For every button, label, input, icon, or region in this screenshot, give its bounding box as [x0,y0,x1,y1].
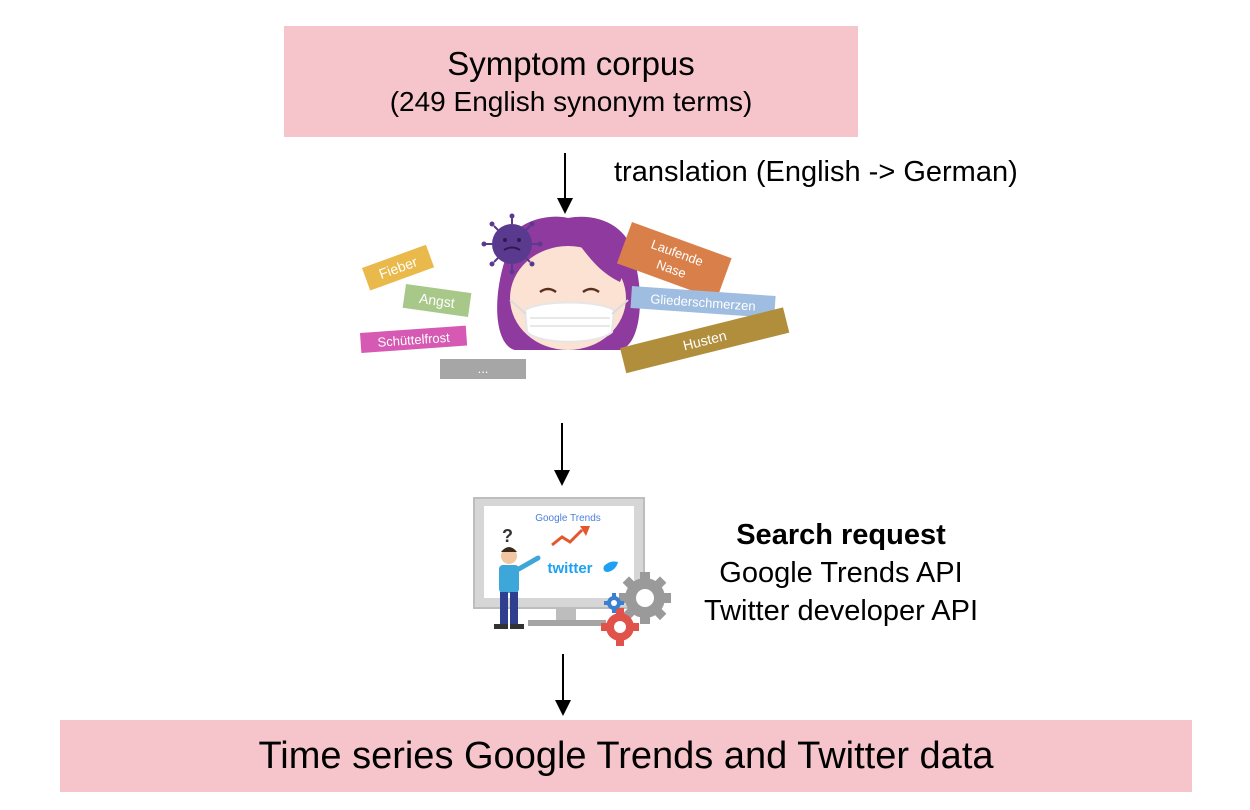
twitter-bird-icon [603,561,618,572]
face-mask [523,301,616,343]
symptom-tag-laufende-nase: Laufende Nase [616,222,732,300]
svg-text:Gliederschmerzen: Gliederschmerzen [650,291,756,313]
gear-icon-blue [604,593,624,613]
left-eye-icon [539,287,557,294]
arrow-3 [555,654,571,716]
right-eye-icon [582,287,600,294]
monitor-stand [556,608,576,622]
symptom-corpus-subtitle: (249 English synonym terms) [389,85,753,117]
search-request-block: Search request Google Trends API Twitter… [680,516,1002,630]
svg-text:Angst: Angst [418,290,456,311]
symptom-tag-fieber: Fieber [362,244,435,291]
arrow-2 [554,423,570,486]
twitter-logo: twitter [548,560,593,577]
arrow-1 [557,153,573,214]
translation-label: translation (English -> German) [614,156,1018,188]
trend-arrow-icon [551,528,584,547]
gear-icon-red [601,608,639,646]
virus-icon [481,213,543,275]
google-trends-api-label: Google Trends API [719,557,963,589]
symptom-corpus-title: Symptom corpus [447,44,695,82]
masked-face-illustration [497,216,640,350]
time-series-box: Time series Google Trends and Twitter da… [60,720,1192,792]
question-mark: ? [502,526,513,546]
hair-fringe [512,220,624,282]
symptom-tag-husten: Husten [620,307,790,374]
symptom-tag-schuettelfrost: Schüttelfrost [360,325,468,353]
gear-icon-large [619,572,671,624]
search-request-title: Search request [736,519,946,551]
monitor-base [528,620,606,626]
symptom-tag-gliederschmerzen: Gliederschmerzen [630,286,776,318]
twitter-api-label: Twitter developer API [703,595,979,627]
svg-text:Schüttelfrost: Schüttelfrost [377,330,451,350]
svg-text:...: ... [478,361,489,376]
time-series-title: Time series Google Trends and Twitter da… [258,734,994,777]
person-figure [494,547,541,629]
google-trends-logo: Google Trends [535,513,601,524]
symptom-corpus-box: Symptom corpus (249 English synonym term… [284,26,858,137]
symptom-tag-angst: Angst [402,284,472,317]
symptom-tag-ellipsis: ... [440,359,526,379]
